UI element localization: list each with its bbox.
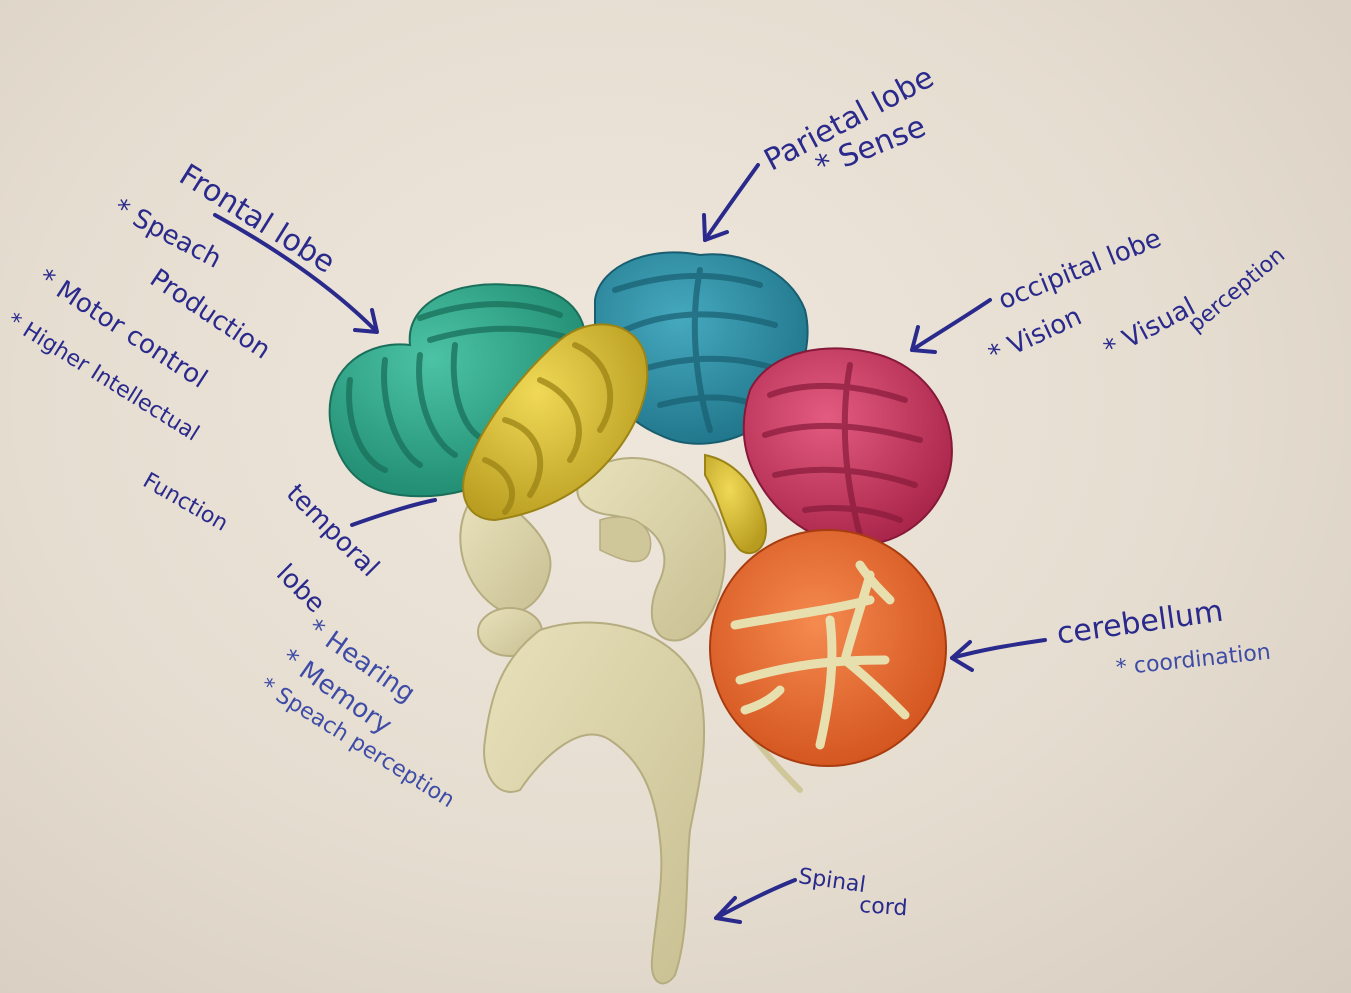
spinal-cord-label-2: cord [858, 895, 908, 920]
cerebellum-clay [710, 530, 946, 766]
arrow-cerebellum [952, 640, 1045, 658]
arrow-occipital [912, 300, 990, 350]
occipital-lobe-clay [744, 348, 952, 545]
arrow-parietal [705, 165, 758, 240]
arrow-temporal [352, 500, 435, 525]
arrow-spinal [716, 880, 795, 918]
